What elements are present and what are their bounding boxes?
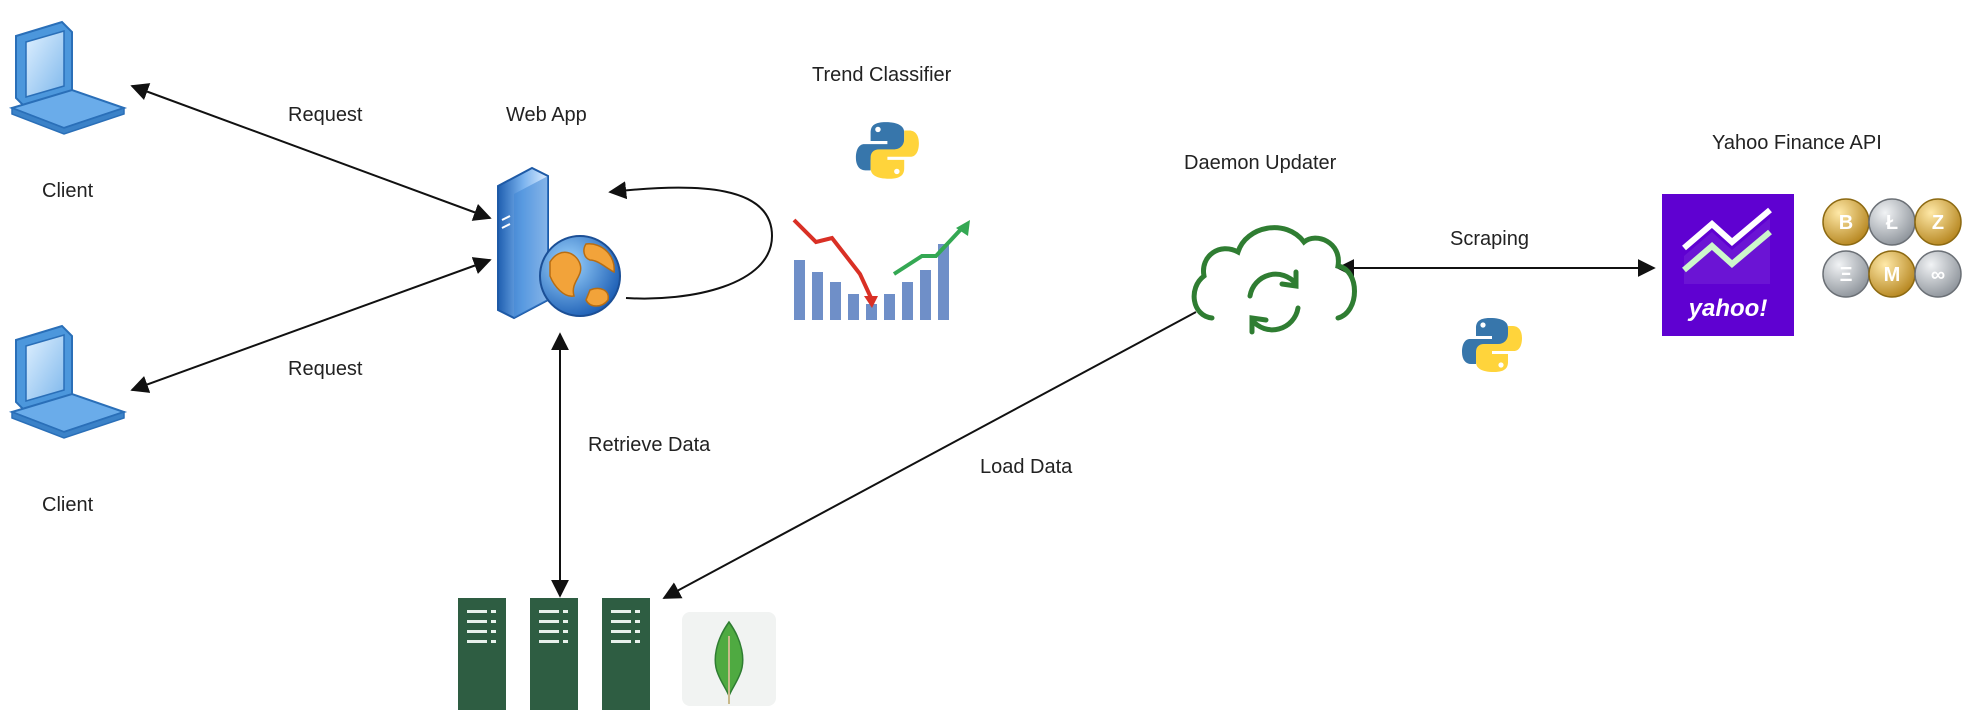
web-server-icon (497, 166, 621, 320)
client-bottom-label: Client (42, 494, 94, 516)
coin-glyph: M (1884, 264, 1901, 286)
coin-glyph: Z (1932, 212, 1944, 234)
trend-classifier-label: Trend Classifier (812, 64, 952, 86)
daemon-updater-label: Daemon Updater (1184, 152, 1337, 174)
request-top-connector (130, 83, 492, 221)
web-app-label: Web App (506, 104, 587, 126)
server-rack-icon (458, 598, 506, 710)
python-logo-icon (855, 122, 919, 179)
coin-glyph: Ξ (1840, 264, 1853, 286)
scraping-label: Scraping (1450, 228, 1529, 250)
coin-glyph: B (1839, 212, 1853, 234)
yahoo-finance-icon: yahoo! (1662, 194, 1794, 336)
request-top-label: Request (288, 104, 363, 126)
coin-glyph: ∞ (1931, 264, 1945, 286)
request-bottom-label: Request (288, 358, 363, 380)
laptop-icon (11, 325, 125, 439)
server-rack-icon (602, 598, 650, 710)
retrieve-data-label: Retrieve Data (588, 434, 711, 456)
yahoo-finance-api-label: Yahoo Finance API (1712, 132, 1882, 154)
python-logo-icon (1462, 318, 1522, 372)
laptop-icon (11, 21, 125, 135)
request-bottom-connector (130, 257, 492, 393)
coin-glyph: Ł (1886, 212, 1898, 234)
server-rack-icon (530, 598, 578, 710)
load-data-label: Load Data (980, 456, 1073, 478)
load-data-connector (662, 311, 1197, 599)
connectors (130, 83, 1656, 599)
mongodb-leaf-icon (682, 612, 776, 706)
classifier-loop-connector (608, 181, 774, 300)
crypto-coins-icon: B Ł Z Ξ M ∞ (1822, 198, 1962, 298)
cloud-sync-icon (1191, 225, 1357, 335)
client-top-label: Client (42, 180, 94, 202)
trend-chart-icon (792, 218, 970, 320)
yahoo-logo-text: yahoo! (1688, 295, 1768, 322)
